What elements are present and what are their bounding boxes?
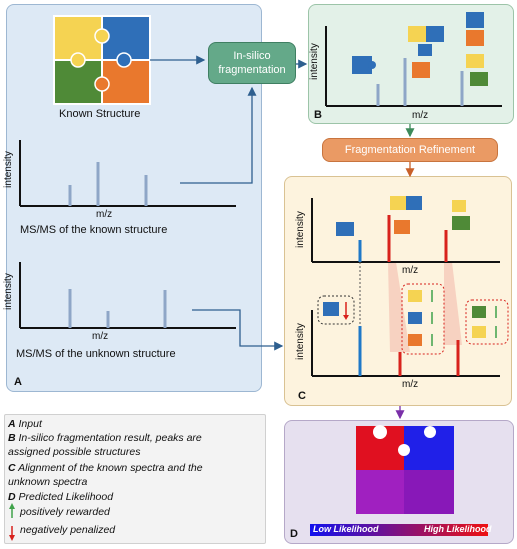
known-spectrum-xlabel: m/z (96, 209, 113, 220)
panel-b-label: B (314, 109, 322, 121)
c-bottom-ylabel: intensity (294, 323, 306, 360)
insilico-line-2: fragmentation (218, 64, 286, 76)
low-likelihood-label: Low Likelihood (313, 524, 379, 534)
panel-b-spectrum (325, 26, 502, 107)
c-bottom-spectrum (311, 310, 500, 377)
insilico-line-1: In-silico (233, 50, 271, 62)
unknown-spectrum-caption: MS/MS of the unknown structure (16, 348, 176, 360)
candidate-box-1 (317, 295, 355, 325)
unknown-spectrum-ylabel: intensity (2, 273, 14, 310)
legend-c-1: C Alignment of the known spectra and the (8, 462, 203, 474)
legend-up-text: positively rewarded (20, 506, 110, 518)
legend-c-2: unknown spectra (8, 476, 88, 488)
legend-b-2: assigned possible structures (8, 446, 141, 458)
panel-b-ylabel: intensity (308, 43, 320, 80)
known-structure-caption: Known Structure (59, 108, 141, 120)
arrow-unknown-spectrum-to-alignment (192, 309, 284, 351)
legend-box (4, 414, 266, 544)
unknown-spectrum-xlabel: m/z (92, 331, 109, 342)
refinement-label: Fragmentation Refinement (344, 144, 476, 156)
known-structure-puzzle (53, 15, 151, 105)
high-likelihood-label: High Likelihood (424, 524, 492, 534)
known-spectrum-caption: MS/MS of the known structure (20, 224, 168, 236)
panel-b-xlabel: m/z (412, 110, 429, 121)
legend-a: A Input (8, 418, 42, 430)
b-fragment-pieces (352, 12, 488, 86)
known-spectrum-ylabel: intensity (2, 151, 14, 188)
insilico-fragmentation-box: In-silico fragmentation (208, 42, 296, 84)
c-top-fragments (336, 196, 470, 236)
panel-c-label: C (298, 390, 306, 402)
panel-a-label: A (14, 376, 22, 388)
likelihood-gradient-bar (310, 524, 488, 536)
panel-d-label: D (290, 528, 298, 540)
legend-down-text: negatively penalized (20, 524, 116, 536)
arrow-known-spectrum-to-fragmentation (180, 86, 257, 184)
candidate-box-2 (401, 283, 445, 355)
c-top-xlabel: m/z (402, 265, 419, 276)
unknown-spectrum-plot (19, 262, 236, 329)
c-alignment-bands (388, 262, 462, 352)
legend-b-1: B In-silico fragmentation result, peaks … (8, 432, 202, 444)
c-top-spectrum (311, 198, 500, 263)
legend-d: D Predicted Likelihood (8, 491, 114, 503)
c-top-ylabel: intensity (294, 211, 306, 248)
known-spectrum-plot (19, 140, 236, 207)
predicted-puzzle (356, 425, 454, 514)
c-bottom-xlabel: m/z (402, 379, 419, 390)
fragmentation-refinement-box: Fragmentation Refinement (322, 138, 498, 162)
